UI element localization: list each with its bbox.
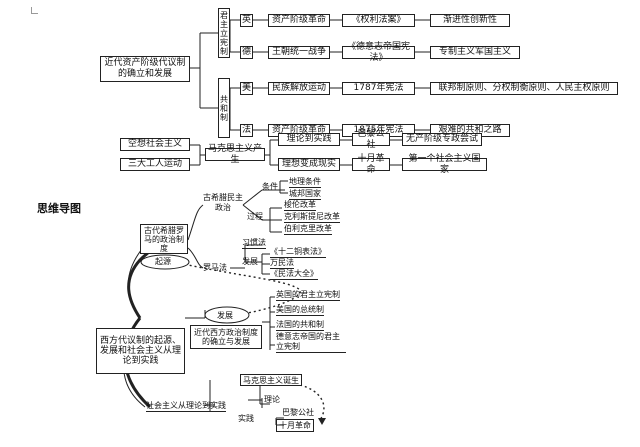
modern-system-box: 近代西方政治制度的确立与发展	[190, 325, 262, 349]
country-box-uk: 英	[240, 14, 253, 27]
rome-dev-corpus-juris: 《民法大全》	[270, 269, 318, 280]
country-box-france: 法	[240, 124, 253, 137]
page-corner-mark	[31, 7, 38, 14]
top-root-text: 近代资产阶级代议制的确立和发展	[104, 58, 186, 79]
ancient-system-box: 古代希腊罗马的政治制度	[140, 224, 188, 254]
branch-ideal-to-reality: 理想变成现实	[278, 158, 340, 171]
socialism-label: 社会主义从理论到实践	[146, 401, 226, 412]
practice-paris-commune: 巴黎公社	[282, 408, 314, 417]
proletarian-dictatorship-box: 无产阶级专政尝试	[402, 133, 482, 146]
result-germany: 专制主义军国主义	[438, 47, 511, 57]
first-socialist-state-text: 第一个社会主义国家	[408, 153, 481, 175]
branch2-text: 理想变成现实	[281, 159, 336, 169]
rome-custom-label: 习惯法	[242, 238, 266, 249]
rome-law-label: 罗马法	[203, 263, 227, 272]
group-republic: 共和制	[218, 78, 230, 138]
greece-cond-item-geography: 地理条件	[289, 177, 321, 188]
doc-usa: 1787年宪法	[353, 83, 404, 93]
source-workers-movements: 三大工人运动	[120, 158, 190, 171]
marxism-born-box: 马克思主义诞生	[240, 374, 302, 386]
mindmap-title: 思维导图	[37, 202, 81, 215]
socialism-theory-label: 理论	[264, 395, 280, 404]
development-label: 发展	[217, 311, 233, 320]
event-box-germany: 王朝统一战争	[268, 46, 330, 59]
country-germany: 德	[242, 47, 252, 57]
doc-germany: 《德意志帝国宪法》	[346, 41, 410, 63]
rome-dev-twelve-tables: 《十二铜表法》	[270, 247, 326, 258]
doc-france: 1875年宪法	[353, 125, 404, 135]
modern-item-uk: 英国的君主立宪制	[276, 290, 340, 301]
branch1-text: 理论到实践	[286, 134, 332, 144]
event-usa: 民族解放运动	[271, 83, 326, 93]
doc-box-usa: 1787年宪法	[342, 82, 415, 95]
paris-commune-box: 巴黎公社	[352, 129, 390, 150]
origin-label: 起源	[155, 257, 171, 266]
rome-dev-jus-gentium: 万民法	[270, 258, 294, 269]
event-uk: 资产阶级革命	[271, 15, 326, 25]
greece-process-cleisthenes: 克利斯提尼改革	[284, 212, 340, 223]
source-workers-text: 三大工人运动	[127, 159, 182, 169]
greece-text: 古希腊民主政治	[203, 193, 243, 212]
branch-theory-to-practice: 理论到实践	[278, 133, 340, 146]
october-revolution-text: 十月革命	[357, 153, 385, 175]
group-republic-text: 共和制	[220, 94, 228, 122]
ancient-system-text: 古代希腊罗马的政治制度	[144, 225, 184, 253]
paris-commune-text: 巴黎公社	[357, 128, 385, 150]
source-utopian-text: 空想社会主义	[127, 139, 182, 149]
modern-item-france: 法国的共和制	[276, 320, 324, 331]
country-box-usa: 美	[240, 82, 253, 95]
doc-box-germany: 《德意志帝国宪法》	[342, 42, 415, 63]
marxism-center-text: 马克思主义产生	[208, 143, 263, 165]
rome-development-label: 发展	[242, 257, 258, 266]
modern-system-text: 近代西方政治制度的确立与发展	[194, 328, 258, 346]
mindmap-center-box: 西方代议制的起源、发展和社会主义从理论到实践	[96, 328, 185, 374]
country-france: 法	[242, 125, 252, 135]
result-uk: 渐进性创新性	[442, 15, 497, 25]
group-constitutional-monarchy: 君主立宪制	[218, 8, 230, 58]
doc-box-uk: 《权利法案》	[342, 14, 415, 27]
country-uk: 英	[242, 15, 252, 25]
marxism-born-text: 马克思主义诞生	[243, 375, 299, 385]
practice-october-revolution: 十月革命	[276, 419, 314, 432]
greece-process-label: 过程	[247, 212, 263, 221]
source-utopian-socialism: 空想社会主义	[120, 138, 190, 151]
event-france: 资产阶级革命	[271, 125, 326, 135]
modern-item-germany: 德意志帝国的君主立宪制	[276, 332, 346, 353]
result-usa: 联邦制原则、分权制衡原则、人民主权原则	[438, 83, 610, 93]
socialism-practice-label: 实践	[238, 414, 254, 423]
greece-label: 古希腊民主政治	[203, 193, 243, 213]
event-box-uk: 资产阶级革命	[268, 14, 330, 27]
event-box-usa: 民族解放运动	[268, 82, 330, 95]
result-box-usa: 联邦制原则、分权制衡原则、人民主权原则	[430, 82, 618, 95]
mindmap-center-text: 西方代议制的起源、发展和社会主义从理论到实践	[99, 336, 181, 366]
greece-cond-item-city-state: 城邦国家	[289, 189, 321, 200]
greece-process-solon: 梭伦改革	[284, 200, 316, 211]
greece-condition-label: 条件	[262, 182, 278, 191]
country-box-germany: 德	[240, 46, 253, 59]
result-france: 艰难的共和之路	[438, 125, 502, 135]
greece-process-pericles: 伯利克里改革	[284, 224, 332, 235]
event-germany: 王朝统一战争	[271, 47, 326, 57]
modern-item-usa: 美国的总统制	[276, 305, 324, 316]
group-constitutional-monarchy-text: 君主立宪制	[220, 10, 228, 56]
proletarian-dictatorship-text: 无产阶级专政尝试	[405, 134, 478, 144]
modern-item-germany-text: 德意志帝国的君主立宪制	[276, 332, 340, 351]
first-socialist-state-box: 第一个社会主义国家	[402, 154, 487, 175]
doc-uk: 《权利法案》	[351, 15, 406, 25]
top-root-box: 近代资产阶级代议制的确立和发展	[100, 56, 190, 82]
country-usa: 美	[242, 83, 252, 93]
october-revolution-box: 十月革命	[352, 154, 390, 175]
marxism-center: 马克思主义产生	[205, 144, 265, 165]
result-box-germany: 专制主义军国主义	[430, 46, 520, 59]
result-box-uk: 渐进性创新性	[430, 14, 510, 27]
